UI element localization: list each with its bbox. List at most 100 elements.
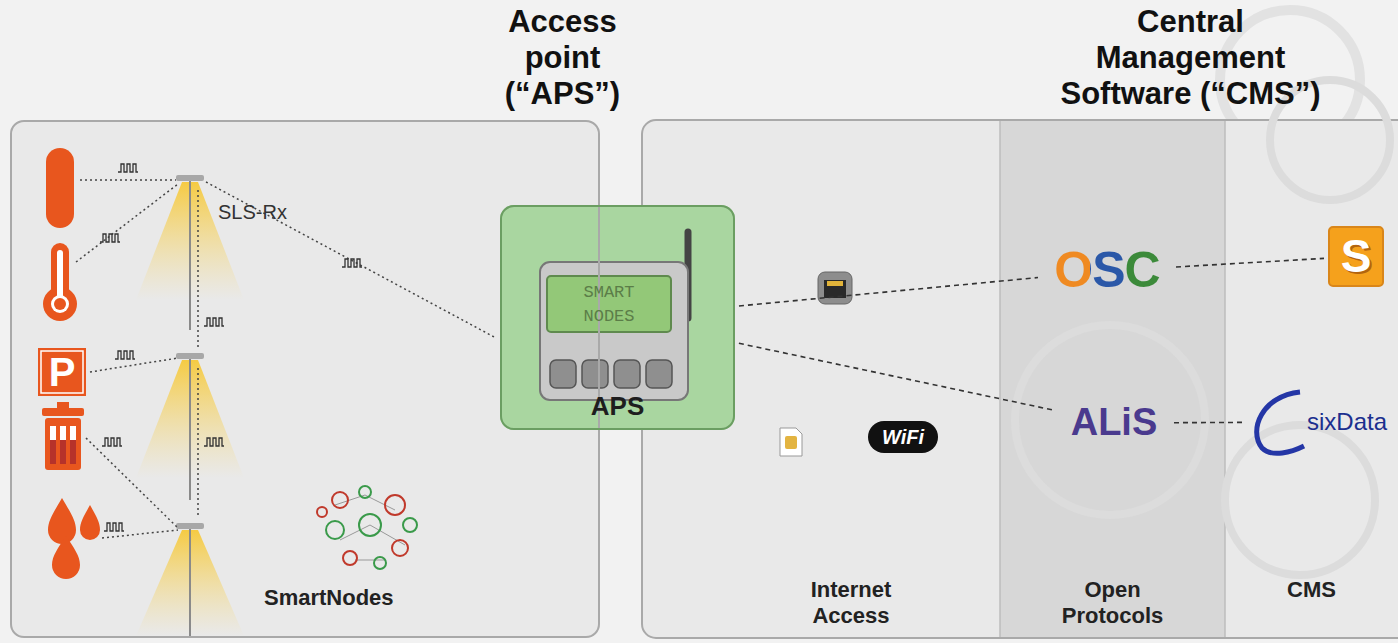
parking-letter: P [38,348,86,396]
aps-fill [500,205,735,430]
aps-device [540,262,688,400]
signal-symbol [100,234,120,242]
thermometer-icon [51,295,69,313]
wifi-text: WiFi [868,421,938,453]
signal-line [76,180,496,538]
street-light [189,528,191,637]
device-label: SLS-Rx [218,200,308,224]
network-logo [403,518,417,532]
sixdata-swoosh [1257,392,1304,453]
node-text: Internet Access [776,577,926,628]
node-text: ALiS [1071,401,1158,445]
right-panel [642,120,1398,638]
network-logo [374,557,386,569]
network-logo [359,486,371,498]
heading-label: Central Management Software (“CMS”) [1048,4,1333,112]
right-panel [642,120,1398,638]
water-drops-icon [80,505,100,540]
aps-device [547,276,671,332]
right-panel [1000,121,1225,637]
right-panel [1224,121,1226,637]
microphone-icon [46,148,74,228]
aps-device [582,360,608,388]
network-logo [317,507,327,517]
network-logo [392,540,408,556]
thermometer-icon [57,250,63,302]
node-text: APS [591,392,644,422]
street-light [136,175,244,637]
dashed-connector [1174,422,1243,424]
cms-s-logo: S [1328,226,1384,287]
smartnodes-panel: SmartNodes [10,120,600,638]
aps-device [646,360,672,388]
network-logo [343,551,357,565]
network-logo [332,492,348,508]
node-text: S [1341,230,1372,283]
waste-bin-icon [70,440,76,464]
signal-line [86,438,178,528]
signal-symbol [115,351,135,359]
parking-sign [38,348,86,396]
internet-access-column: Internet Access [642,120,1000,638]
aps-device [614,360,640,388]
signal-symbol [342,259,362,267]
water-drops-icon [48,498,100,579]
sim-card-icon [780,428,802,456]
ethernet-icon [824,280,846,298]
signal-symbol [204,438,224,446]
street-light [176,353,204,359]
node-text: OSC [1054,242,1159,300]
signal-line [197,190,199,350]
sixdata-logo: sixData [1247,392,1395,452]
sixdata-swoosh [1257,392,1304,453]
waste-bin-icon [45,418,81,470]
right-panel-swirl [1015,80,1390,575]
signal-line [206,182,496,338]
ethernet-icon [818,272,852,304]
signal-line [197,368,199,518]
node-text: Open Protocols [1038,577,1188,628]
water-drops-icon [52,536,80,579]
waste-bin-icon [60,426,66,464]
display-text: SMART NODES [569,281,649,329]
parking-sign [38,348,86,396]
aps-device [540,232,688,400]
signal-line [90,358,178,372]
wifi-logo [868,421,938,453]
heading-label: Access point (“APS”) [480,4,645,112]
dashed-connector [739,278,1038,306]
right-panel [999,121,1001,637]
osc-logo: OSC [1042,238,1172,304]
network-logo [317,486,417,569]
signal-symbol [204,318,224,326]
alis-logo: ALiS [1058,396,1170,450]
signal-line [80,179,176,181]
signal-symbol [118,164,138,172]
waste-bin-icon [60,440,66,464]
right-panel-swirl [1015,325,1205,515]
network-logo [385,495,405,515]
signal-symbol [104,523,124,531]
node-text: CMS [1287,577,1336,602]
street-light [189,358,191,500]
aps-fill [500,205,735,430]
waste-bin-icon [50,426,56,464]
waste-bin-icon [42,402,84,470]
network-logo [355,560,385,561]
sim-card-icon [780,428,802,456]
network-logo [326,521,344,539]
street-light [176,523,204,529]
network-logo [359,514,381,536]
signal-symbol [100,164,362,531]
street-light [176,175,204,181]
dashed-connector [1176,258,1324,267]
waste-bin-icon [70,426,76,464]
node-text: SmartNodes [264,585,394,610]
cms-column: SsixDataCMS [1225,120,1398,638]
wifi-logo [868,421,938,453]
signal-line [76,184,178,262]
microphone-icon [46,148,74,228]
ethernet-icon [827,281,843,286]
